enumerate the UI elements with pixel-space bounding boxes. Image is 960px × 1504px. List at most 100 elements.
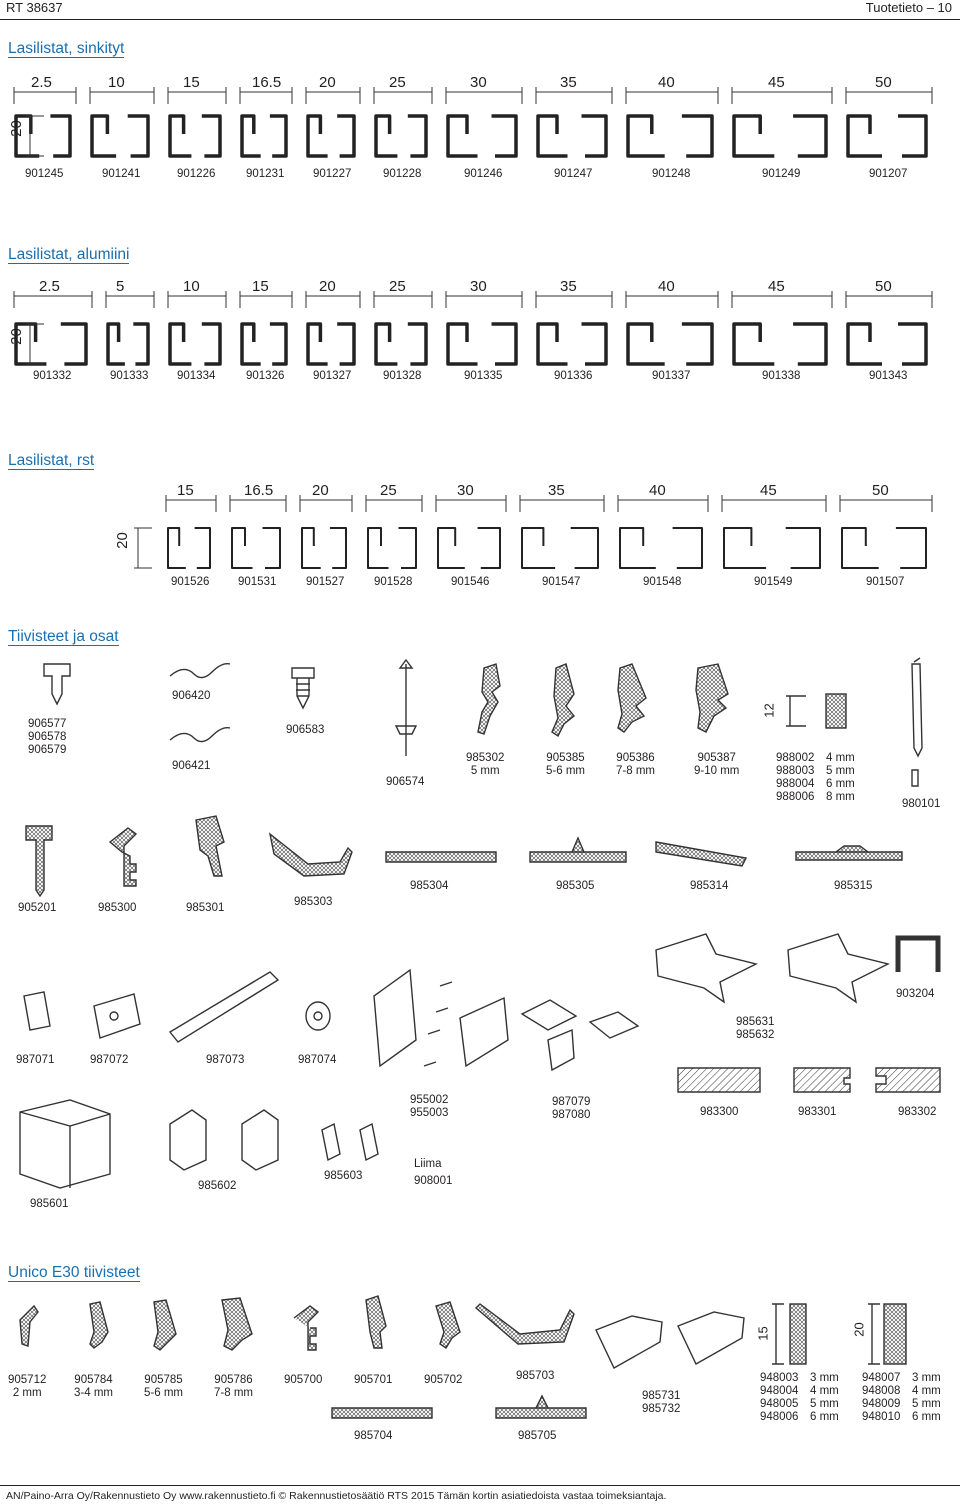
profile-section-901231 — [240, 114, 288, 158]
profile-width-label: 25 — [389, 74, 406, 91]
profile-width-label: 15 — [183, 74, 200, 91]
profile-section-901241 — [90, 114, 150, 158]
plate-987080-icon — [588, 1011, 640, 1039]
clip-906420-icon — [169, 662, 231, 679]
channel-903204-icon — [895, 935, 941, 972]
clip-985602a-icon — [169, 1109, 207, 1171]
seal-905701-icon — [365, 1295, 387, 1349]
footer: AN/Paino-Arra Oy/Rakennustieto Oy www.ra… — [6, 1490, 667, 1502]
seal-905785-icon — [153, 1299, 177, 1351]
profile-height-line — [134, 527, 152, 569]
header-rule — [0, 19, 960, 20]
dim-15-line — [772, 1303, 784, 1365]
profile-dim-line — [165, 495, 217, 512]
part-code: 906583 — [286, 724, 325, 736]
profile-dim-line — [731, 291, 833, 308]
strip-985704-icon — [331, 1407, 433, 1419]
profile-code: 901338 — [762, 370, 801, 382]
profile-code: 901231 — [246, 168, 285, 180]
profile-section-901246 — [446, 114, 518, 158]
page-header: RT 38637 Tuotetieto – 10 — [0, 0, 960, 16]
profile-code: 901249 — [762, 168, 801, 180]
corner-985732-icon — [677, 1311, 745, 1365]
clip-985603a-icon — [321, 1122, 341, 1162]
seal-905784-icon — [89, 1301, 109, 1349]
profile-dim-line — [229, 495, 287, 512]
profile-code: 901507 — [866, 576, 905, 588]
profile-code: 901333 — [110, 370, 149, 382]
seal-985303-icon — [268, 832, 353, 877]
profile-width-label: 16.5 — [252, 74, 282, 91]
profile-code: 901228 — [383, 168, 422, 180]
profile-width-label: 15 — [177, 482, 194, 499]
profile-section-901245 — [14, 114, 72, 158]
part-code: 985305 — [556, 880, 595, 892]
clip-985602b-icon — [241, 1109, 279, 1171]
part-code: 905700 — [284, 1374, 323, 1386]
profile-section-901546 — [437, 527, 501, 569]
profile-dim-line — [839, 495, 933, 512]
profile-section-901337 — [626, 322, 714, 366]
sinkityt-profiles-svg — [13, 87, 933, 158]
profile-section-901343 — [846, 322, 928, 366]
profile-code: 901241 — [102, 168, 141, 180]
profile-section-901507 — [841, 527, 927, 569]
part-code: 905201 — [18, 902, 57, 914]
rod-980101-icon — [911, 657, 923, 787]
profile-section-901333 — [106, 322, 150, 366]
profile-dim-line — [13, 291, 93, 308]
profile-width-label: 40 — [649, 482, 666, 499]
part-code: 905701 — [354, 1374, 393, 1386]
profile-code: 901226 — [177, 168, 216, 180]
profile-dim-line — [535, 291, 613, 308]
part-code: 985301 — [186, 902, 225, 914]
profile-code: 901334 — [177, 370, 216, 382]
profile-width-label: 10 — [183, 278, 200, 295]
profile-dim-line — [445, 291, 523, 308]
profile-code: 901207 — [869, 168, 908, 180]
hinge-plate-icon — [373, 968, 417, 1068]
profile-code: 901326 — [246, 370, 285, 382]
profile-width-label: 30 — [457, 482, 474, 499]
part-code: 985300 — [98, 902, 137, 914]
profile-height-line — [26, 323, 44, 365]
profile-dim-line — [731, 87, 833, 104]
profile-width-label: 40 — [658, 74, 675, 91]
profile-code: 901332 — [33, 370, 72, 382]
clip-985603b-icon — [359, 1122, 379, 1162]
part-code: 985603 — [324, 1170, 363, 1182]
seal-905702-icon — [435, 1301, 461, 1349]
profile-983301-icon — [793, 1067, 851, 1093]
profile-section-901207 — [846, 114, 928, 158]
profile-dim-line — [445, 87, 523, 104]
plug-icon — [43, 663, 71, 706]
profile-width-label: 20 — [319, 74, 336, 91]
profile-dim-line — [167, 291, 227, 308]
profile-code: 901337 — [652, 370, 691, 382]
profile-width-label: 15 — [252, 278, 269, 295]
strip-985315-icon — [795, 845, 903, 861]
card-number: RT 38637 — [6, 0, 63, 15]
seal-905387-icon — [695, 663, 729, 733]
dim-label: 15 — [755, 1326, 771, 1341]
part-code: 983302 — [898, 1106, 937, 1118]
profile-width-label: 20 — [312, 482, 329, 499]
plate-987073-icon — [168, 971, 280, 1043]
corner-985631-icon — [655, 933, 759, 1004]
part-code: 985304 — [410, 880, 449, 892]
clip-906421-icon — [169, 726, 231, 743]
profile-code: 901327 — [313, 370, 352, 382]
profile-983302-icon — [875, 1067, 941, 1093]
profile-dim-line — [305, 291, 361, 308]
seal-905712-icon — [19, 1304, 39, 1347]
profile-section-901531 — [231, 527, 281, 569]
corner-985731-icon — [595, 1315, 663, 1369]
profile-code: 901527 — [306, 576, 345, 588]
